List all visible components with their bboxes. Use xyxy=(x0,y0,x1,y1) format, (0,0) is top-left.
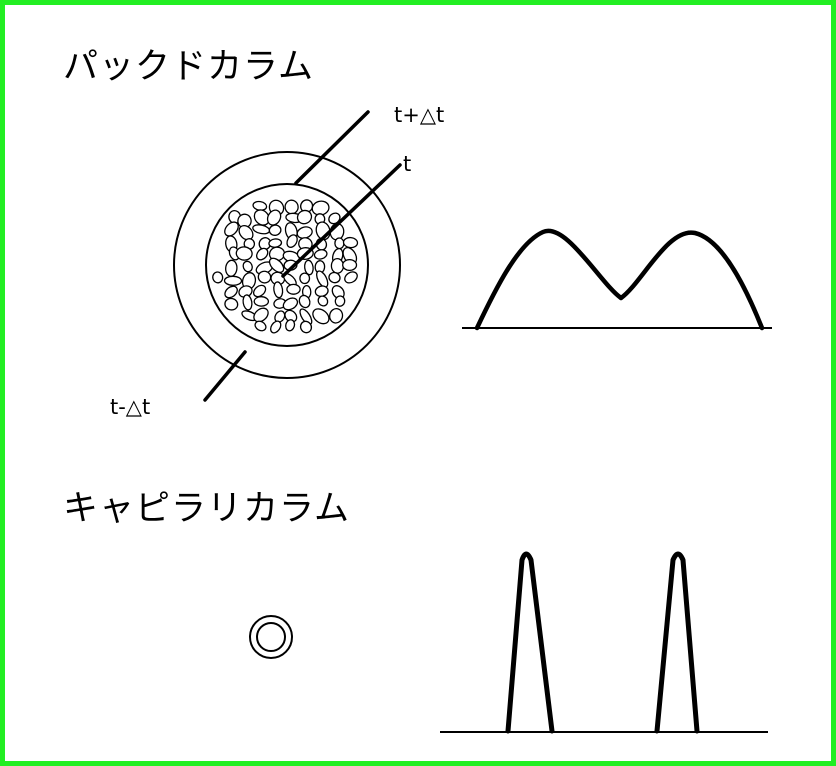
leader-line-t-minus-delta-t xyxy=(203,350,247,402)
packing-particle xyxy=(268,257,285,273)
packing-particle xyxy=(342,236,359,249)
packing-particle xyxy=(268,238,283,248)
packing-particle xyxy=(334,295,346,307)
packing-particle xyxy=(252,284,267,298)
packing-particle xyxy=(299,320,313,334)
packing-particle xyxy=(285,319,296,332)
packing-particle xyxy=(286,283,301,295)
packing-particle xyxy=(313,249,328,260)
packing-particle xyxy=(223,275,243,286)
packing-particle xyxy=(342,258,358,272)
packing-particle xyxy=(334,237,345,250)
packing-particle xyxy=(298,294,311,309)
packed-column-title: パックドカラム xyxy=(63,47,314,87)
packing-particle xyxy=(256,247,269,261)
packing-particle xyxy=(252,224,271,235)
packing-particle xyxy=(328,271,341,284)
packing-particle xyxy=(253,307,269,323)
packing-particle xyxy=(225,259,238,277)
leader-line-t xyxy=(281,163,402,278)
label-t-minus-delta-t: t-△t xyxy=(110,395,151,419)
packing-particle xyxy=(329,307,344,324)
packing-particle xyxy=(224,221,239,237)
packing-particle xyxy=(268,224,282,236)
packed-column-inner-wall xyxy=(205,183,369,347)
packing-particle xyxy=(212,271,224,284)
packing-particle xyxy=(296,209,313,225)
packing-particle xyxy=(242,260,253,273)
packing-particle xyxy=(224,285,238,299)
capillary-peak-1 xyxy=(505,551,555,734)
packing-particle xyxy=(284,199,299,215)
packing-particle xyxy=(253,209,270,226)
packed-column-outer-wall xyxy=(173,151,401,379)
packing-particle xyxy=(254,320,267,332)
label-t: t xyxy=(403,152,412,176)
packing-particle xyxy=(286,234,298,248)
packing-particle xyxy=(253,296,270,307)
packing-particle xyxy=(344,271,358,284)
packing-particle xyxy=(284,309,298,323)
label-t-plus-delta-t: t+△t xyxy=(394,103,445,127)
packed-chromatogram-peaks xyxy=(474,228,765,331)
packing-particle xyxy=(282,297,299,311)
packing-particle xyxy=(242,294,253,311)
packing-particle xyxy=(299,272,311,285)
packing-particle xyxy=(317,295,329,307)
packing-particle xyxy=(303,259,314,276)
leader-line-t-plus-delta-t xyxy=(294,110,370,185)
packing-particle xyxy=(312,308,330,325)
capillary-column-inner-wall xyxy=(256,622,286,652)
capillary-column-title: キャピラリカラム xyxy=(63,489,350,529)
capillary-column-outer-wall xyxy=(249,615,293,659)
packing-particle xyxy=(273,281,284,299)
packing-particles xyxy=(212,199,359,334)
packing-particle xyxy=(235,246,253,261)
packing-particle xyxy=(330,257,345,274)
packing-particle xyxy=(266,209,282,226)
packing-particle xyxy=(269,320,282,334)
packing-particle xyxy=(224,297,239,311)
capillary-peak-2 xyxy=(654,551,700,734)
